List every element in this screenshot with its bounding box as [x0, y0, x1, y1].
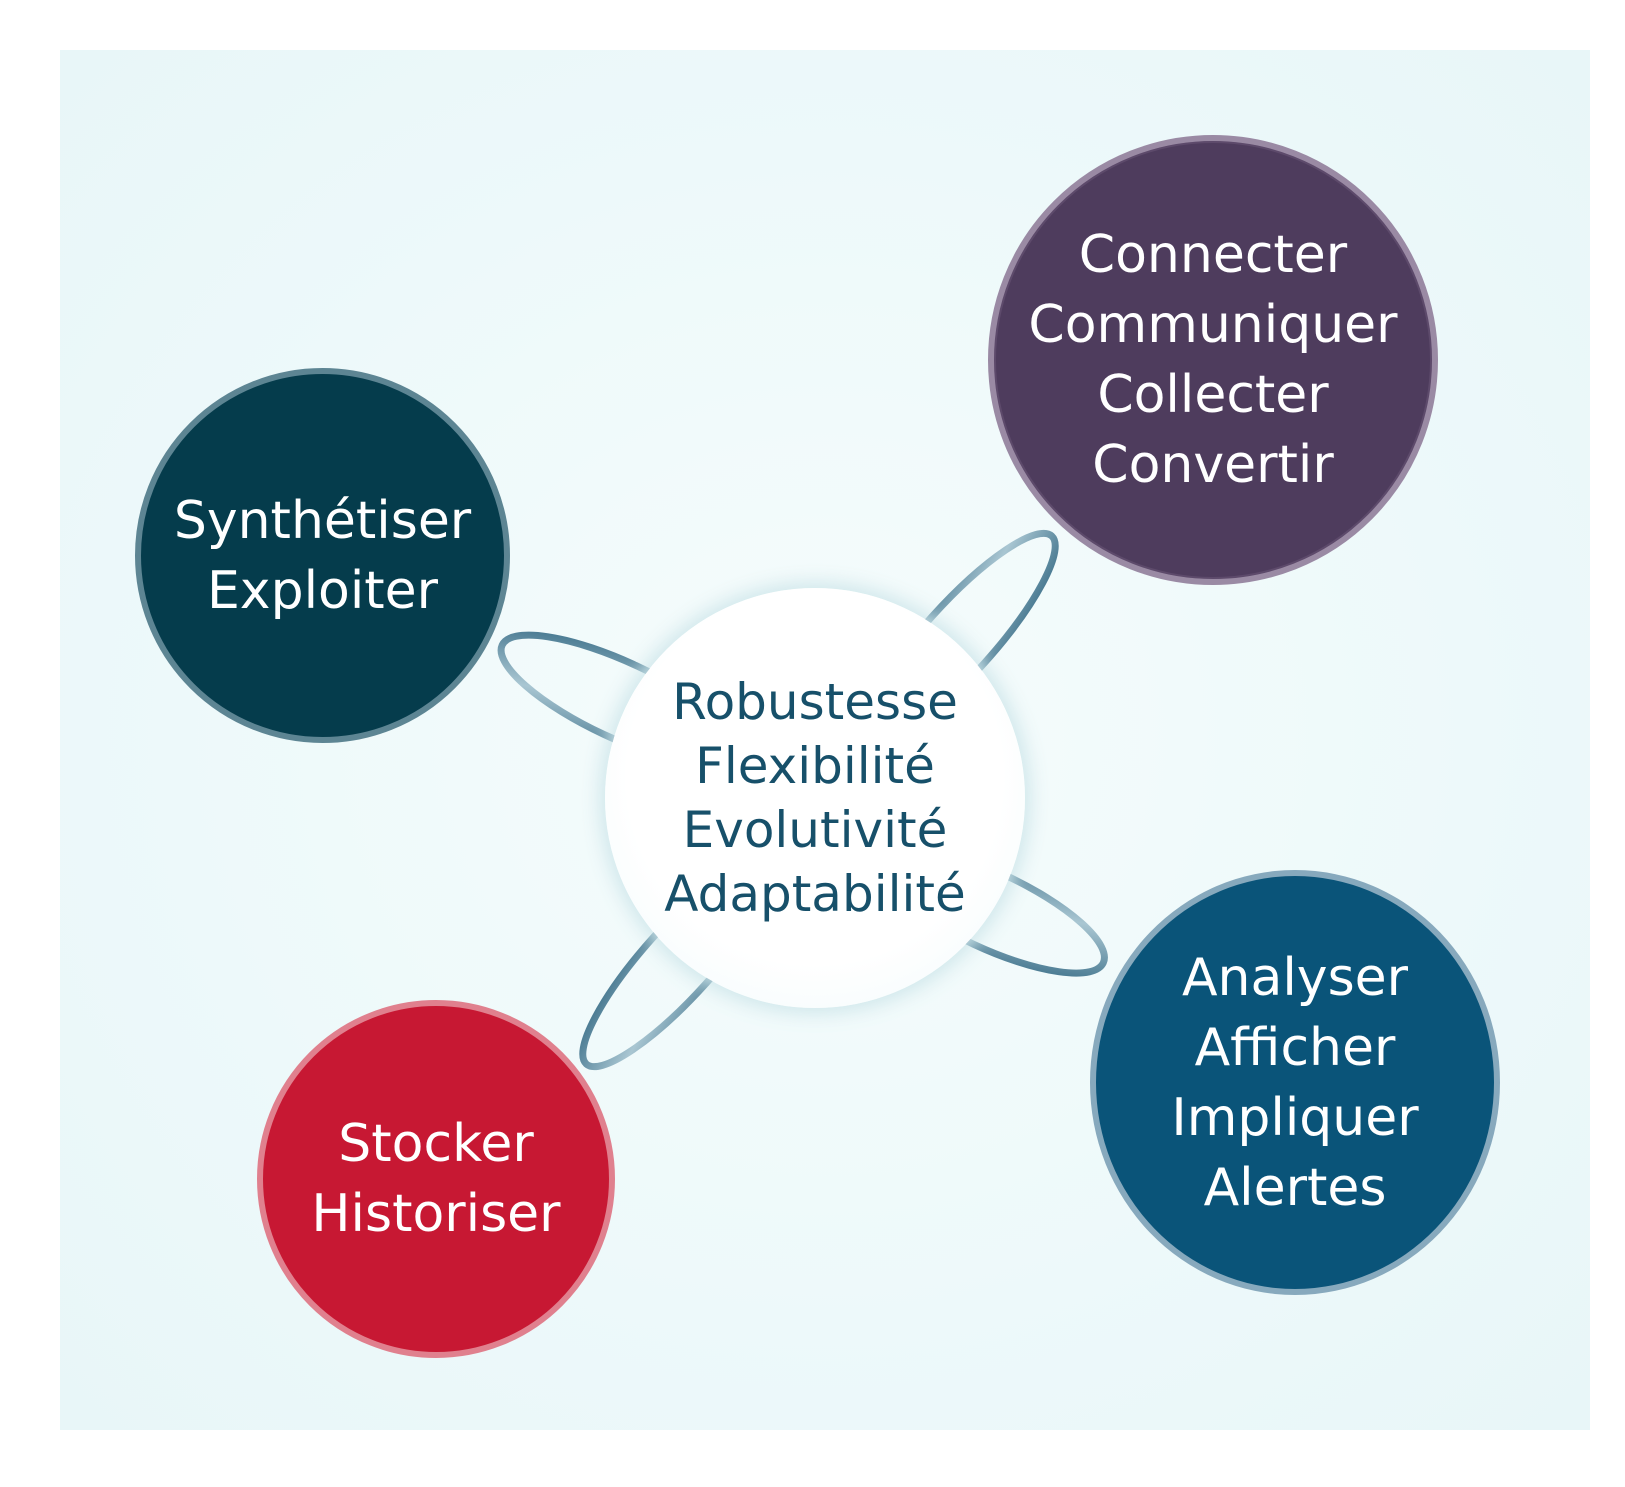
bubble-connecter: Connecter Communiquer Collecter Converti…: [988, 135, 1438, 585]
bubble-label: Communiquer: [1028, 295, 1398, 355]
bubble-label: Connecter: [1078, 225, 1348, 285]
bubble-label: Convertir: [1092, 435, 1334, 495]
bubble-label: Stocker: [338, 1114, 534, 1174]
bubble-synthetiser: Synthétiser Exploiter: [135, 368, 510, 743]
bubble-label: Afficher: [1194, 1017, 1396, 1078]
bubble-analyser: Analyser Afficher Impliquer Alertes: [1090, 870, 1500, 1295]
central-hub: Robustesse Flexibilité Evolutivité Adapt…: [605, 588, 1025, 1008]
hub-label: Flexibilité: [695, 737, 935, 795]
hub-label: Adaptabilité: [664, 865, 966, 923]
bubble-label: Collecter: [1097, 365, 1329, 425]
bubble-stocker: Stocker Historiser: [257, 1000, 615, 1358]
hub-label: Evolutivité: [682, 801, 948, 859]
bubble-label: Alertes: [1203, 1157, 1387, 1218]
bubble-label: Exploiter: [206, 560, 439, 621]
hub-label: Robustesse: [672, 673, 958, 731]
bubble-label: Historiser: [311, 1184, 561, 1244]
bubble-label: Impliquer: [1171, 1087, 1419, 1148]
bubble-label: Analyser: [1181, 947, 1409, 1008]
bubble-label: Synthétiser: [173, 490, 472, 551]
